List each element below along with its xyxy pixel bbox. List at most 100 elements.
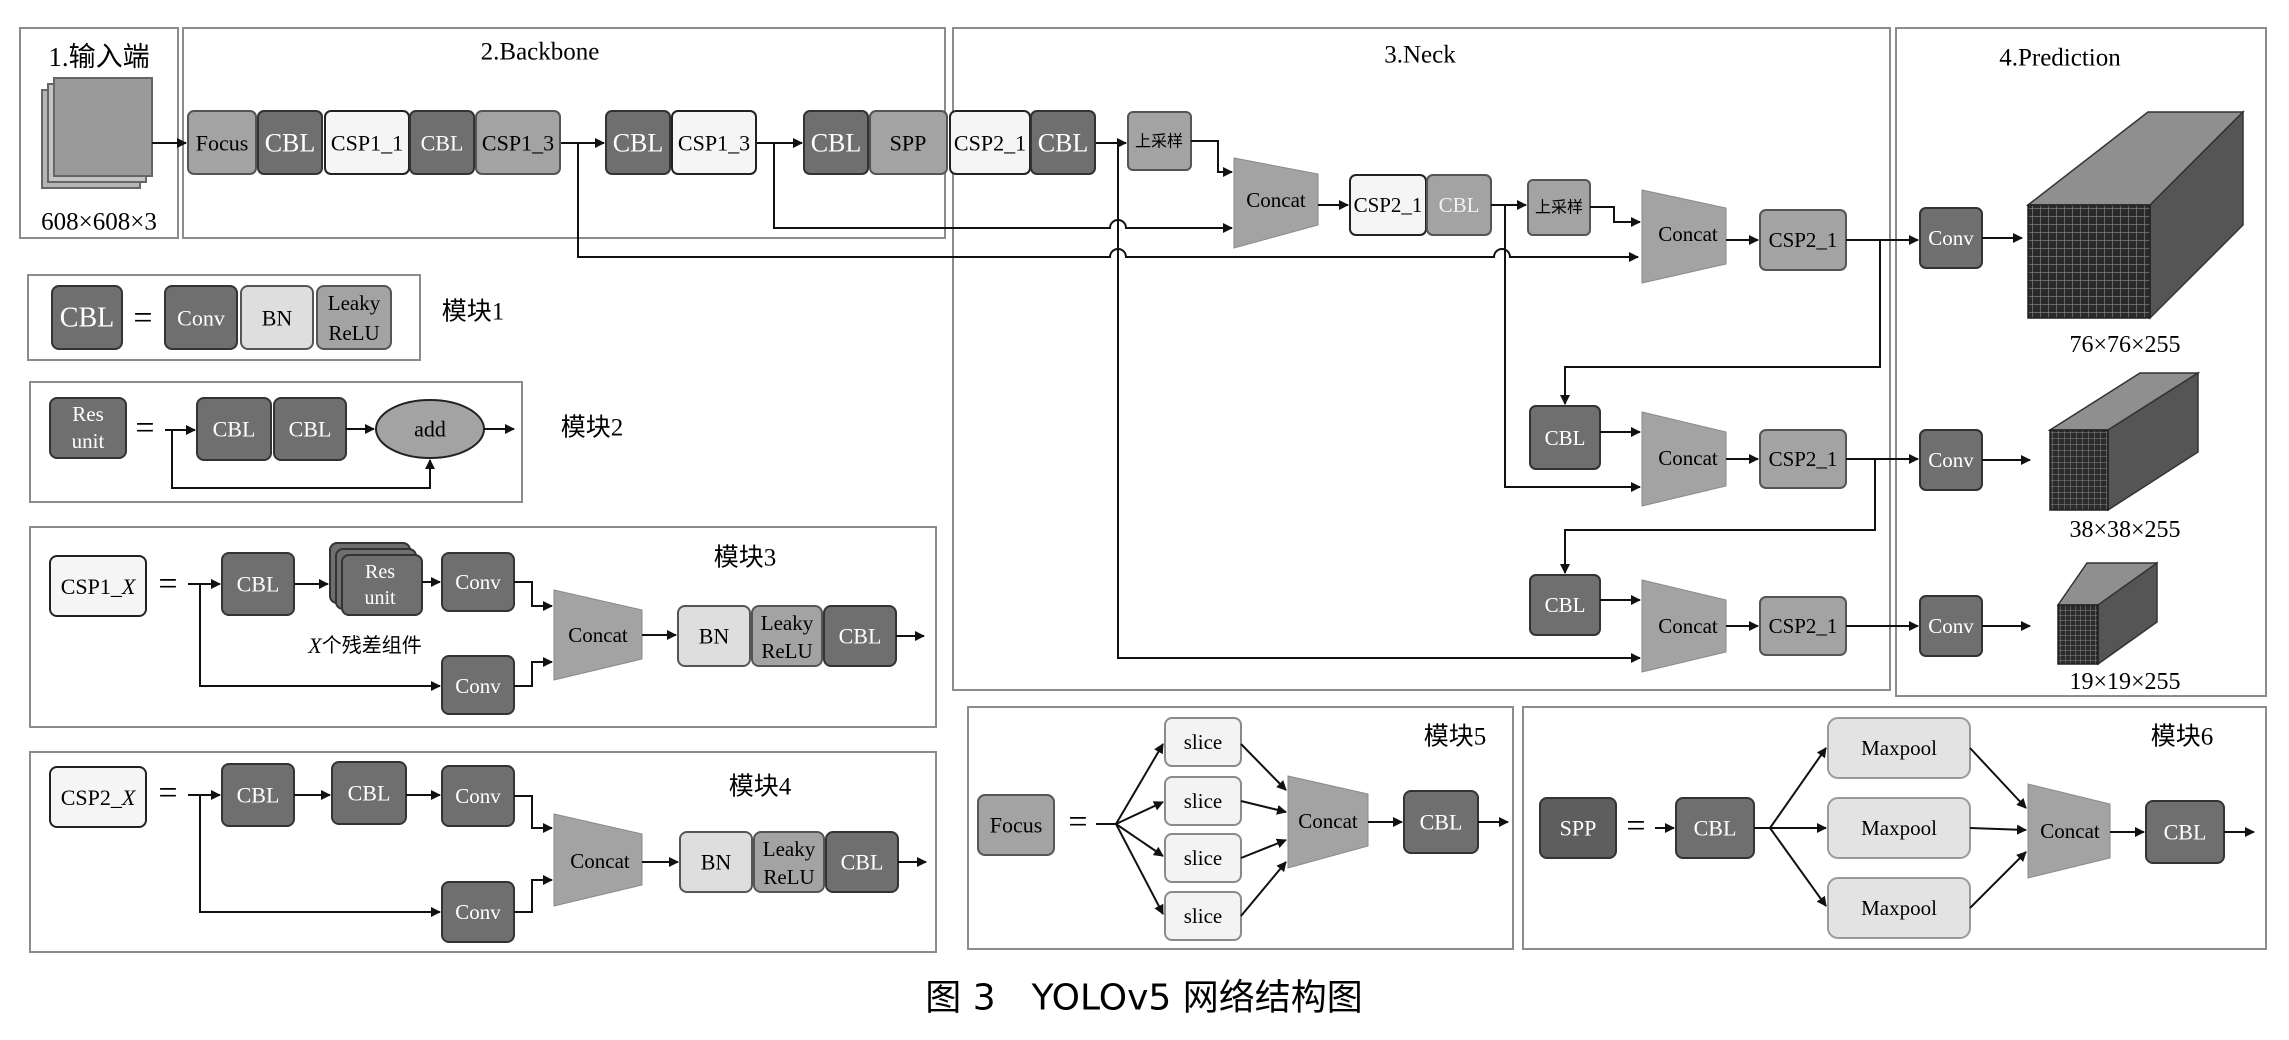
m6-maxpool-2: Maxpool xyxy=(1827,797,1971,859)
neck-upsample-1: 上采样 xyxy=(1127,111,1192,171)
svg-text:CBL: CBL xyxy=(1038,129,1089,158)
m1-cbl: CBL xyxy=(51,285,123,350)
svg-text:Conv: Conv xyxy=(177,306,225,331)
svg-text:Res: Res xyxy=(365,561,395,583)
svg-text:Conv: Conv xyxy=(1928,614,1974,638)
svg-text:slice: slice xyxy=(1184,904,1222,928)
figure-caption: 图 3 YOLOv5 网络结构图 xyxy=(925,978,1362,1019)
svg-text:CBL: CBL xyxy=(237,572,280,597)
backbone-section-title: 2.Backbone xyxy=(481,39,600,66)
module1-frame xyxy=(27,274,421,361)
svg-text:Conv: Conv xyxy=(455,784,501,808)
svg-text:CBL: CBL xyxy=(348,781,391,806)
svg-text:Maxpool: Maxpool xyxy=(1861,896,1937,920)
m4-concat: Concat xyxy=(553,813,643,907)
skip-csp1-3-a-to-concat-2 xyxy=(577,143,1639,262)
neck-csp2-1-a: CSP2_1 xyxy=(949,110,1031,175)
svg-text:slice: slice xyxy=(1184,730,1222,754)
backbone-cbl-2: CBL xyxy=(409,110,475,175)
m3-csp1-x: CSP1_X xyxy=(49,555,147,617)
input-frame xyxy=(19,27,179,239)
backbone-cbl-1: CBL xyxy=(257,110,323,175)
prediction-frame xyxy=(1895,27,2267,697)
svg-text:CBL: CBL xyxy=(237,783,280,808)
prediction-section-title: 4.Prediction xyxy=(1999,45,2121,72)
svg-text:Conv: Conv xyxy=(455,674,501,698)
neck-csp2-1-d: CSP2_1 xyxy=(1759,429,1847,489)
m6-concat: Concat xyxy=(2027,783,2111,879)
svg-text:Conv: Conv xyxy=(1928,448,1974,472)
m6-cbl-2: CBL xyxy=(2145,800,2225,864)
svg-text:Concat: Concat xyxy=(1658,614,1718,638)
neck-frame xyxy=(952,27,1891,691)
svg-text:Res: Res xyxy=(72,402,104,426)
m1-conv: Conv xyxy=(164,285,238,350)
output-cube-38 xyxy=(2047,371,2201,512)
m5-slice-2: slice xyxy=(1164,776,1242,826)
neck-cbl-2: CBL xyxy=(1426,174,1492,236)
m5-concat: Concat xyxy=(1287,775,1369,869)
svg-text:CBL: CBL xyxy=(1545,426,1586,450)
m6-spp: SPP xyxy=(1539,797,1617,859)
neck-cbl-1: CBL xyxy=(1030,110,1096,175)
neck-cbl-3: CBL xyxy=(1529,405,1601,470)
svg-text:Leaky: Leaky xyxy=(328,291,381,315)
svg-text:SPP: SPP xyxy=(890,131,927,156)
backbone-csp1-3-b: CSP1_3 xyxy=(671,110,757,175)
m3-concat: Concat xyxy=(553,589,643,681)
svg-text:CBL: CBL xyxy=(613,129,664,158)
m3-leaky-relu: Leaky ReLU xyxy=(751,605,823,667)
m4-bn: BN xyxy=(679,831,753,893)
svg-text:slice: slice xyxy=(1184,846,1222,870)
module1-label: 模块1 xyxy=(442,298,505,326)
backbone-cbl-4: CBL xyxy=(803,110,869,175)
backbone-focus: Focus xyxy=(187,110,257,175)
svg-text:BN: BN xyxy=(701,850,732,875)
svg-text:CBL: CBL xyxy=(1420,810,1463,835)
m4-equals: = xyxy=(158,775,177,812)
svg-text:CBL: CBL xyxy=(841,850,884,875)
m6-cbl-1: CBL xyxy=(1675,797,1755,859)
pred-conv-2: Conv xyxy=(1919,429,1983,491)
neck-concat-3: Concat xyxy=(1641,411,1727,507)
neck-concat-4: Concat xyxy=(1641,579,1727,673)
neck-cbl-4: CBL xyxy=(1529,574,1601,636)
m3-conv-2: Conv xyxy=(441,655,515,715)
m5-slice-3: slice xyxy=(1164,833,1242,883)
svg-text:BN: BN xyxy=(262,306,293,331)
m6-maxpool-3: Maxpool xyxy=(1827,877,1971,939)
m6-maxpool-1: Maxpool xyxy=(1827,717,1971,779)
pred-conv-3: Conv xyxy=(1919,595,1983,657)
svg-text:CBL: CBL xyxy=(289,417,332,442)
svg-text:ReLU: ReLU xyxy=(761,639,812,663)
m3-cbl-out: CBL xyxy=(823,605,897,667)
module4-frame xyxy=(29,751,937,953)
neck-section-title: 3.Neck xyxy=(1384,42,1456,69)
m6-equals: = xyxy=(1626,808,1645,845)
svg-text:ReLU: ReLU xyxy=(763,865,814,889)
m2-add: add xyxy=(375,399,485,459)
neck-concat-2: Concat xyxy=(1641,189,1727,284)
svg-text:Concat: Concat xyxy=(570,849,630,873)
svg-text:CSP1_3: CSP1_3 xyxy=(482,131,554,156)
m1-leaky-relu: Leaky ReLU xyxy=(316,285,392,350)
module5-frame xyxy=(967,706,1514,950)
svg-text:Concat: Concat xyxy=(1658,446,1718,470)
neck-upsample-2: 上采样 xyxy=(1527,179,1591,236)
svg-text:Concat: Concat xyxy=(2040,819,2100,843)
neck-csp2-1-b: CSP2_1 xyxy=(1349,174,1427,236)
m3-cbl: CBL xyxy=(221,552,295,616)
m3-conv-1: Conv xyxy=(441,552,515,612)
svg-text:add: add xyxy=(414,417,446,442)
svg-text:Maxpool: Maxpool xyxy=(1861,736,1937,760)
m5-slice-4: slice xyxy=(1164,891,1242,941)
svg-text:BN: BN xyxy=(699,624,730,649)
svg-text:CSP2_1: CSP2_1 xyxy=(1769,447,1838,471)
backbone-cbl-3: CBL xyxy=(605,110,671,175)
svg-text:unit: unit xyxy=(364,587,396,609)
output-size-38: 38×38×255 xyxy=(2069,517,2180,543)
svg-text:unit: unit xyxy=(72,429,105,453)
m2-cbl-2: CBL xyxy=(273,397,347,461)
svg-text:Conv: Conv xyxy=(455,900,501,924)
